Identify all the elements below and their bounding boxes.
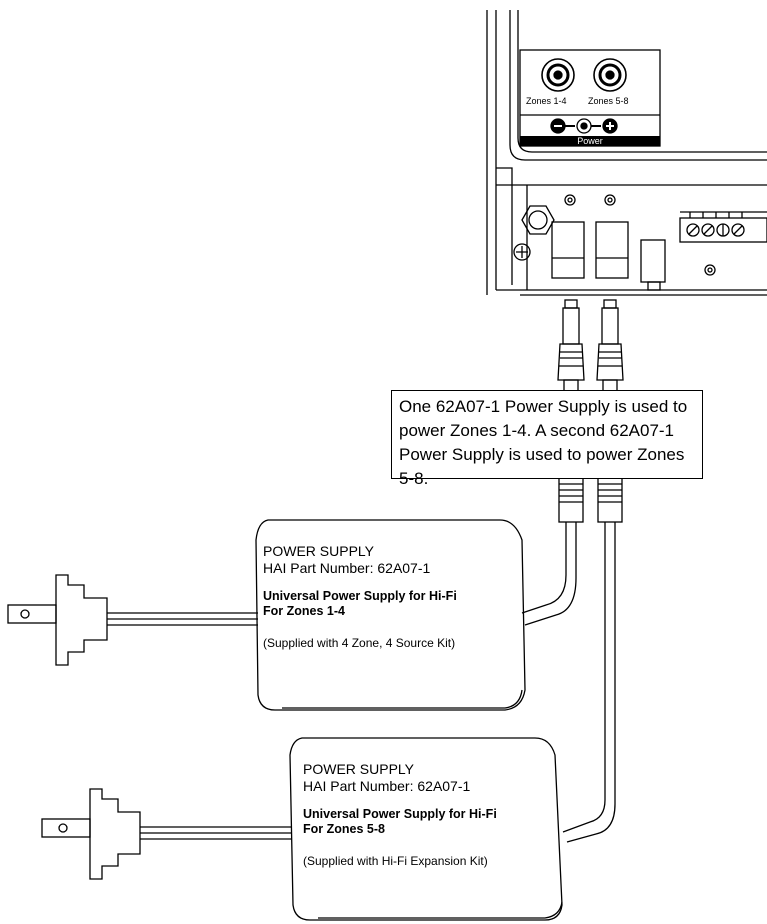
zone-5-8-label: Zones 5-8 — [588, 96, 629, 106]
psu2-title: POWER SUPPLY — [303, 761, 414, 777]
psu2-description: Universal Power Supply for Hi-Fi — [303, 807, 497, 821]
power-supply-2 — [41, 737, 563, 921]
controller-enclosure — [486, 10, 767, 296]
power-label: Power — [577, 136, 603, 146]
zone-1-4-knob — [541, 58, 575, 92]
psu1-zones: For Zones 1-4 — [263, 604, 345, 618]
zone-5-8-knob — [593, 58, 627, 92]
psu2-part-number: HAI Part Number: 62A07-1 — [303, 778, 471, 794]
psu1-description: Universal Power Supply for Hi-Fi — [263, 589, 457, 603]
power-polarity-symbol — [520, 118, 660, 146]
dc-cable-zones-5-8 — [562, 299, 624, 843]
power-supply-1-label: POWER SUPPLY HAI Part Number: 62A07-1 Un… — [263, 543, 518, 652]
zone-1-4-label: Zones 1-4 — [526, 96, 567, 106]
psu2-kit: (Supplied with Hi-Fi Expansion Kit) — [303, 854, 488, 868]
note-box: One 62A07-1 Power Supply is used to powe… — [391, 390, 703, 488]
psu1-title: POWER SUPPLY — [263, 543, 374, 559]
note-text: One 62A07-1 Power Supply is used to powe… — [399, 397, 688, 488]
psu2-zones: For Zones 5-8 — [303, 822, 385, 836]
psu1-kit: (Supplied with 4 Zone, 4 Source Kit) — [263, 636, 456, 650]
psu1-part-number: HAI Part Number: 62A07-1 — [263, 560, 431, 576]
power-supply-1 — [7, 519, 526, 711]
power-supply-2-label: POWER SUPPLY HAI Part Number: 62A07-1 Un… — [303, 761, 558, 870]
